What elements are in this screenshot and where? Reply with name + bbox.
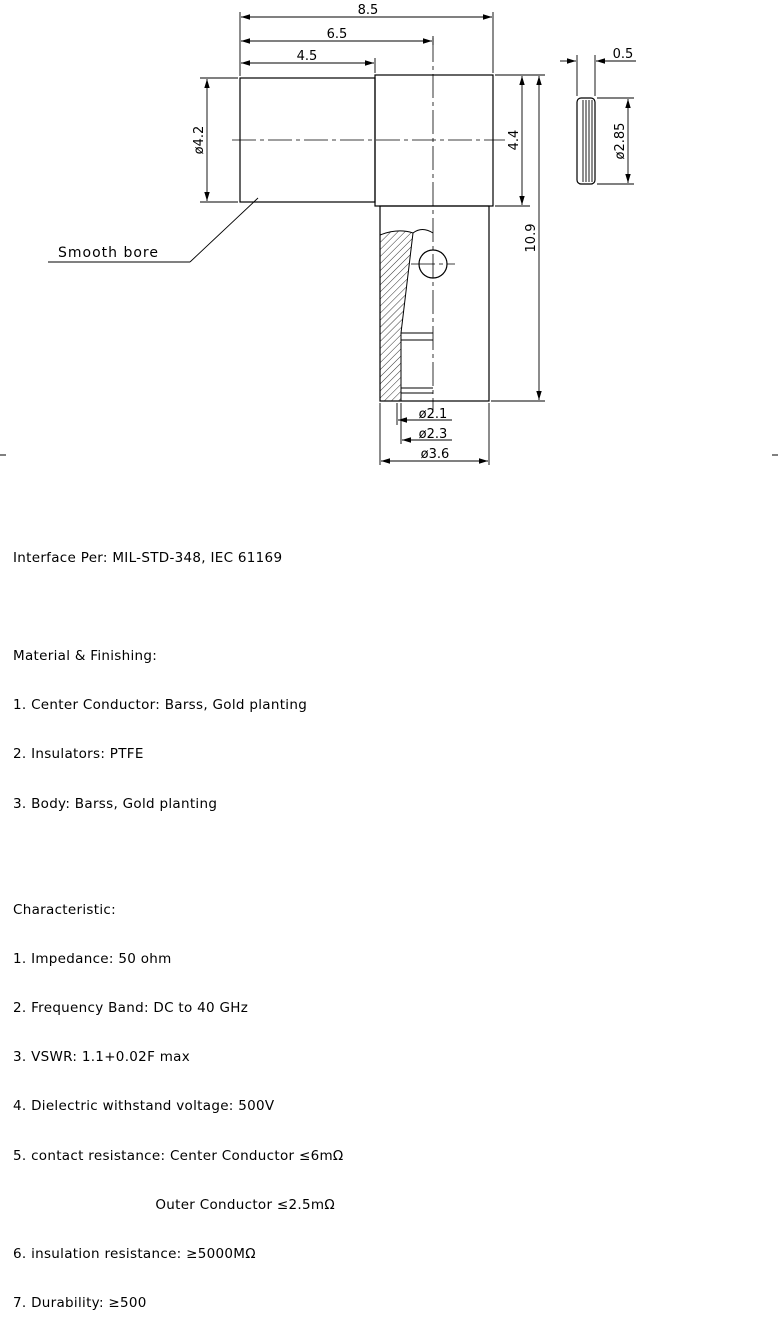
material-item: 3. Body: Barss, Gold planting: [13, 795, 218, 812]
characteristic-item: 7. Durability: ≥500: [13, 1295, 147, 1312]
material-item: 1. Center Conductor: Barss, Gold plantin…: [13, 697, 308, 714]
characteristic-title: Characteristic:: [13, 901, 116, 918]
interface-line: Interface Per: MIL-STD-348, IEC 61169: [13, 549, 283, 566]
dim-mid-diameter: ø2.3: [419, 427, 448, 442]
washer: [576, 97, 596, 185]
body-block: [374, 74, 494, 207]
dim-outer-diameter: ø3.6: [421, 447, 450, 462]
hatched-section: [379, 230, 414, 402]
dim-bore-length: 4.5: [297, 49, 318, 64]
material-title: Material & Finishing:: [13, 647, 158, 664]
dimension-lines: [48, 12, 636, 465]
callout-smooth-bore: Smooth bore: [58, 245, 159, 261]
dim-bore-diameter: ø4.2: [192, 126, 207, 155]
spec-notes: Interface Per: MIL-STD-348, IEC 61169 Ma…: [13, 517, 713, 1328]
characteristic-item: 6. insulation resistance: ≥5000MΩ: [13, 1246, 256, 1263]
characteristic-item: Outer Conductor ≤2.5mΩ: [13, 1196, 335, 1213]
dim-body-height: 4.4: [507, 130, 522, 151]
inner-steps: [401, 332, 433, 394]
connector-drawing: 8.5 6.5 4.5 ø4.2 4.4 10.9 0.5 ø2.85 ø2.1…: [0, 3, 778, 465]
connector-body: [239, 74, 494, 402]
characteristic-item: 1. Impedance: 50 ohm: [13, 950, 172, 967]
dim-washer-thickness: 0.5: [613, 47, 634, 62]
dim-washer-diameter: ø2.85: [613, 123, 628, 160]
characteristic-item: 5. contact resistance: Center Conductor …: [13, 1147, 344, 1164]
characteristic-item: 3. VSWR: 1.1+0.02F max: [13, 1049, 191, 1066]
characteristic-item: 2. Frequency Band: DC to 40 GHz: [13, 999, 249, 1016]
dim-mid-length: 6.5: [327, 27, 348, 42]
dim-overall-length: 8.5: [358, 3, 379, 18]
dim-total-height: 10.9: [524, 224, 539, 253]
material-item: 2. Insulators: PTFE: [13, 746, 144, 763]
center-lines: [232, 38, 505, 410]
characteristic-item: 4. Dielectric withstand voltage: 500V: [13, 1098, 275, 1115]
dim-inner-diameter: ø2.1: [419, 407, 448, 422]
break-line: [412, 229, 434, 234]
